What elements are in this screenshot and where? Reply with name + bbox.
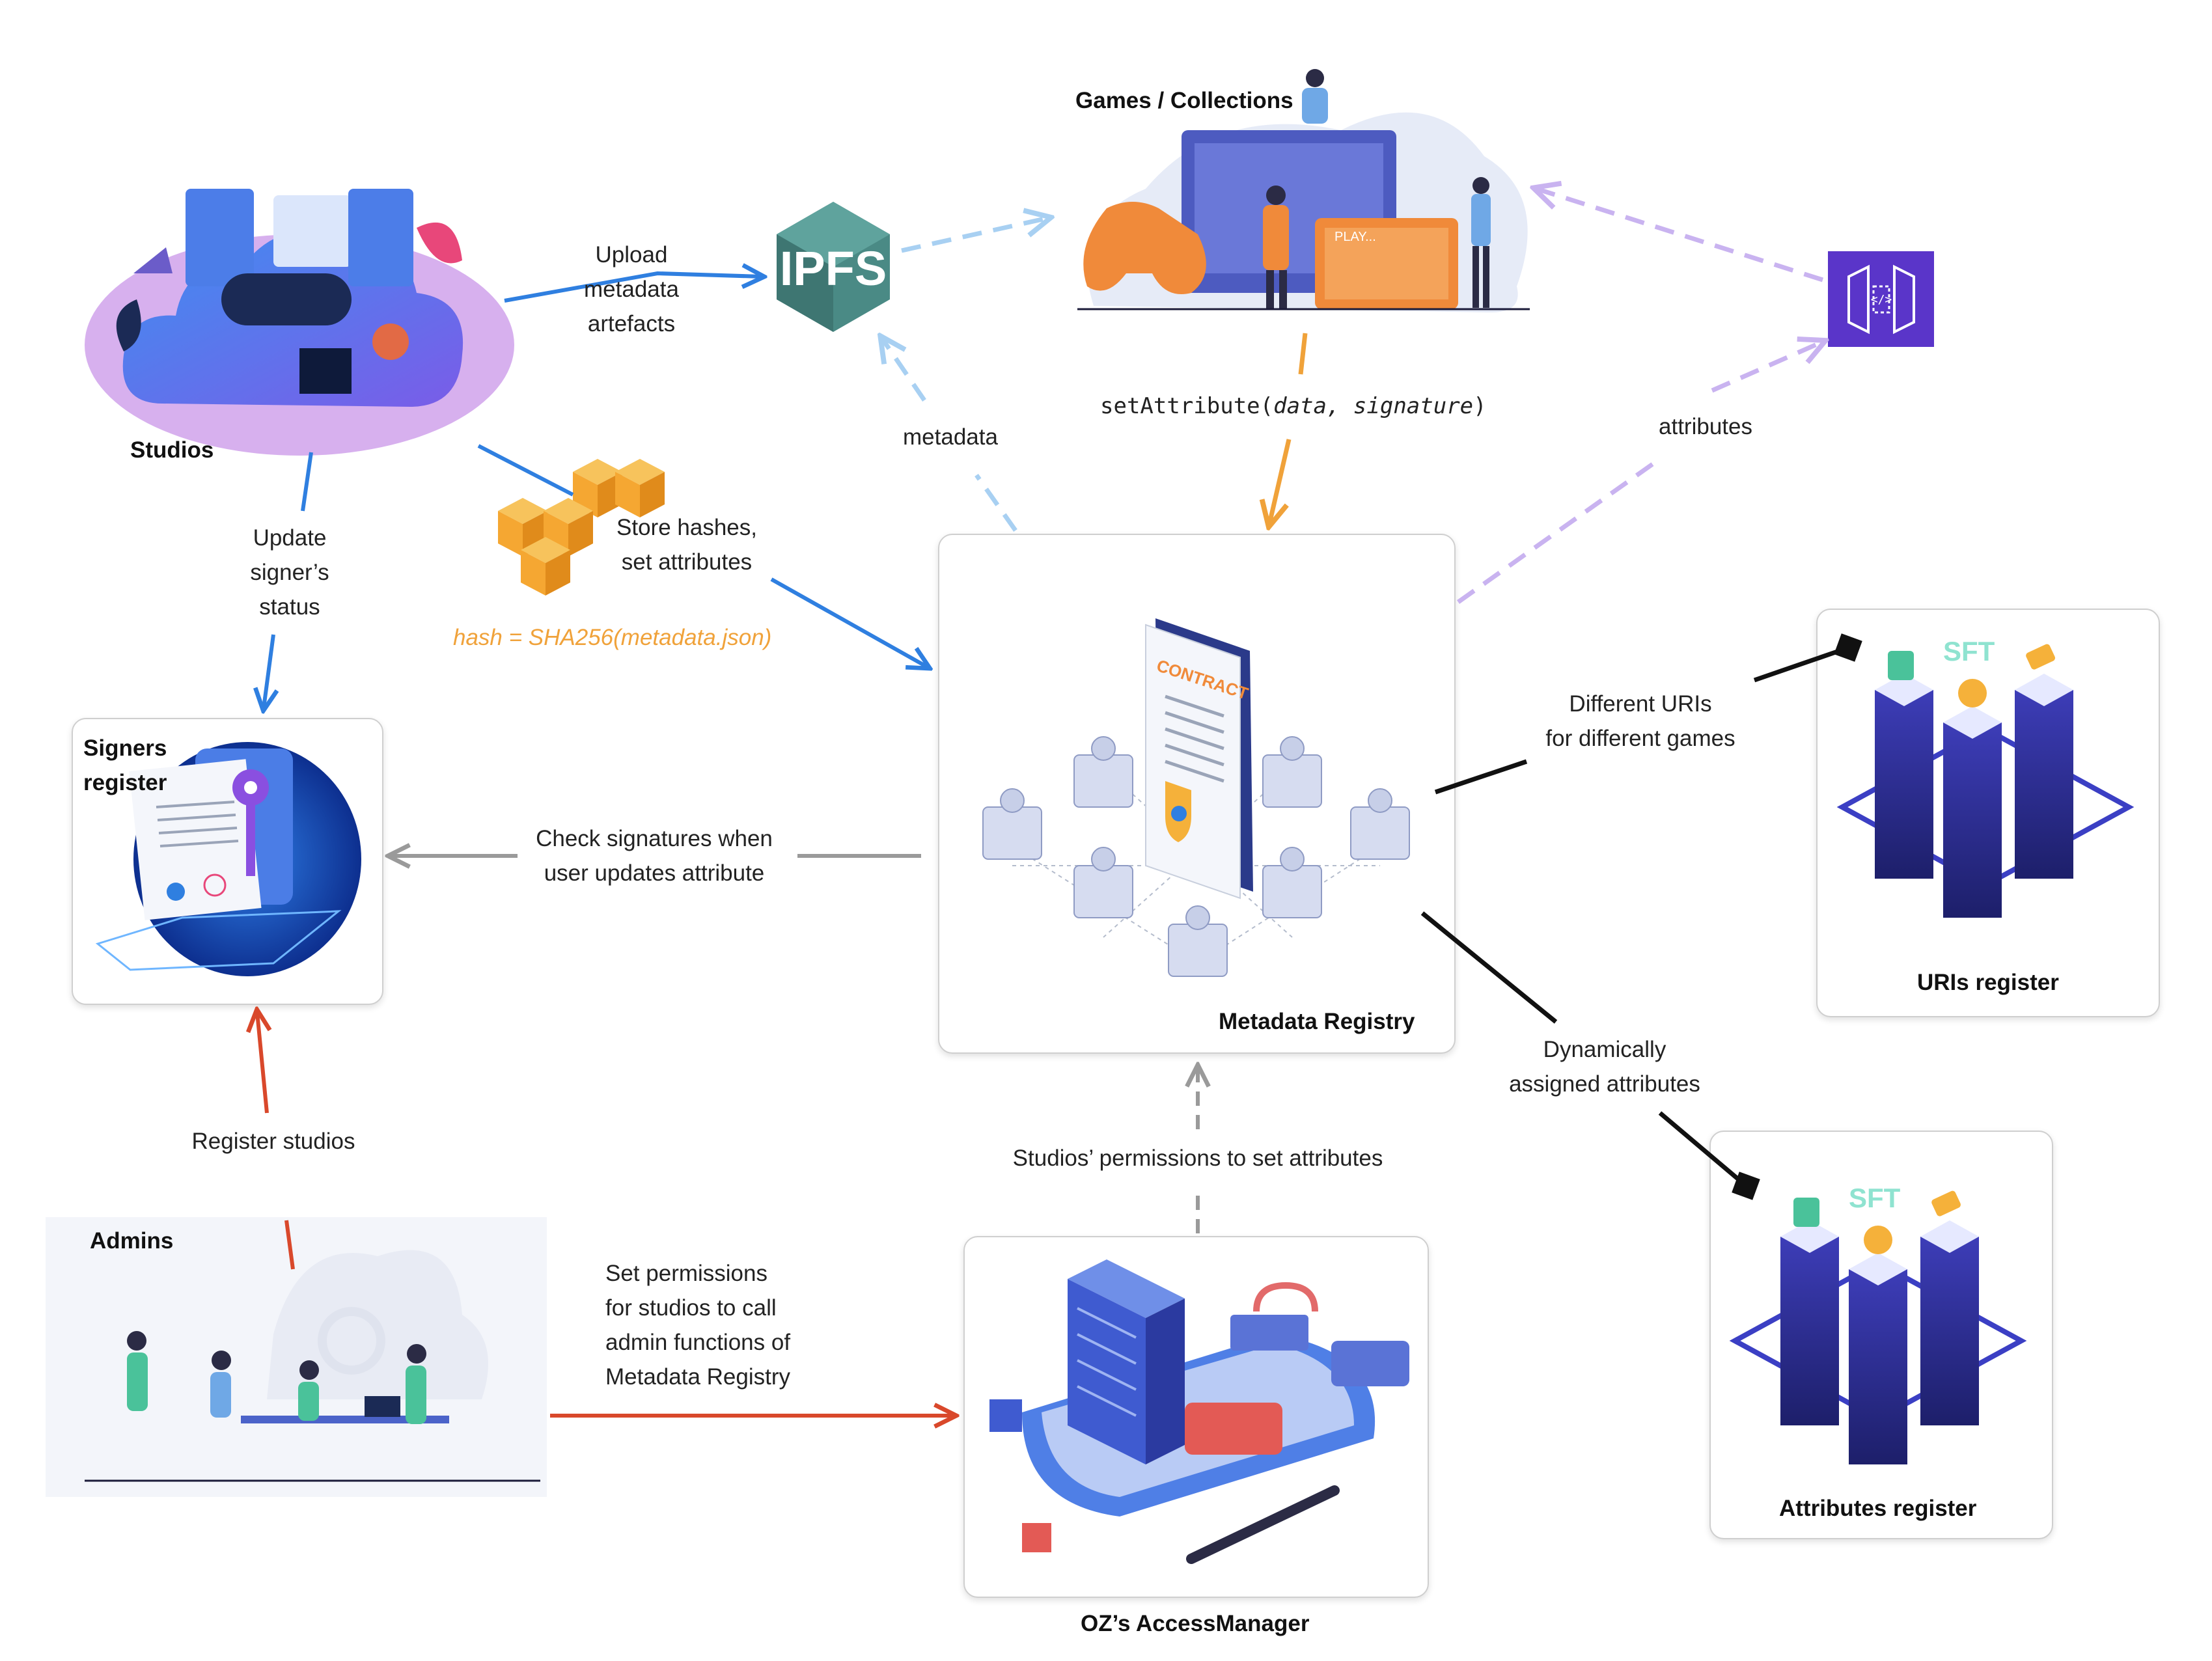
games-illustration: PLAY...: [1077, 69, 1530, 312]
upload-label: Upload metadata artefacts: [573, 238, 690, 341]
contract-icon: CONTRACT: [1145, 618, 1253, 899]
update-line1: Update: [253, 525, 327, 551]
attributes-title: Attributes register: [1779, 1496, 1977, 1521]
set-permissions-label: Set permissions for studios to call admi…: [605, 1256, 814, 1394]
edge-gateway-games: [1536, 189, 1824, 282]
admins-title: Admins: [90, 1228, 174, 1254]
edge-update-lower: [264, 634, 273, 708]
ipfs-logo-icon: [777, 202, 890, 332]
setattribute-close: ): [1473, 393, 1487, 419]
access-title: OZ’s AccessManager: [1081, 1611, 1310, 1636]
setperm-line2: for studios to call: [605, 1295, 777, 1321]
edge-uris-lower: [1434, 759, 1528, 795]
update-line2: signer’s: [250, 560, 329, 585]
admins-illustration: [46, 1217, 547, 1497]
dynamic-attrs-label: Dynamically assigned attributes: [1491, 1032, 1719, 1101]
svg-text:SFT: SFT: [1849, 1183, 1901, 1213]
dyn-line1: Dynamically: [1543, 1037, 1666, 1062]
edge-store-upper: [477, 444, 574, 497]
server-tower-icon: [1068, 1259, 1185, 1464]
edge-attributes-lower: [1456, 457, 1662, 604]
edge-ipfs-games: [901, 218, 1048, 253]
store-line1: Store hashes,: [616, 515, 757, 540]
update-line3: status: [259, 594, 320, 620]
check-line1: Check signatures when: [536, 826, 773, 851]
setattribute-args: data, signature: [1273, 393, 1474, 419]
hash-formula: hash = SHA256(metadata.json): [453, 625, 772, 650]
svg-text:PLAY...: PLAY...: [1334, 230, 1376, 244]
check-signatures-label: Check signatures when user updates attri…: [514, 821, 794, 890]
edge-attributes-upper: [1711, 342, 1823, 393]
attrs-connector-end: [1732, 1172, 1760, 1200]
registry-illustration: CONTRACT: [982, 618, 1410, 977]
edge-update-upper: [301, 452, 313, 512]
setattribute-fn: setAttribute(: [1100, 393, 1274, 419]
uris-illustration: SFT: [1836, 636, 2135, 918]
signers-title-line2: register: [83, 770, 167, 795]
api-gateway-icon: </>: [1828, 251, 1934, 347]
edge-register-lower: [284, 1220, 295, 1270]
edge-upload: [504, 273, 762, 303]
key-icon: [232, 769, 269, 876]
edge-metadata-upper: [882, 338, 926, 402]
setattribute-label: setAttribute(data, signature): [1100, 389, 1487, 424]
setperm-line4: Metadata Registry: [605, 1364, 791, 1390]
dyn-line2: assigned attributes: [1509, 1071, 1700, 1097]
edge-setattr-lower: [1269, 439, 1292, 524]
edge-metadata-lower: [975, 473, 1017, 532]
diff-line1: Different URIs: [1569, 691, 1712, 717]
attributes-label: attributes: [1659, 414, 1752, 439]
aws-boxes-icon: [498, 459, 665, 596]
diff-line2: for different games: [1545, 726, 1735, 751]
attributes-illustration: SFT: [1729, 1183, 2027, 1464]
edge-register-upper: [257, 1012, 267, 1114]
studios-illustration: [85, 189, 514, 456]
update-signer-label: Update signer’s status: [228, 521, 352, 624]
gamepad-icon: [221, 273, 352, 325]
svg-text:SFT: SFT: [1943, 636, 1995, 666]
register-studios-label: Register studios: [191, 1129, 355, 1154]
store-line2: set attributes: [621, 549, 753, 575]
signers-title-line1: Signers: [83, 735, 167, 761]
check-line2: user updates attribute: [544, 860, 765, 886]
store-label: Store hashes, set attributes: [599, 510, 775, 579]
signers-illustration: [95, 742, 361, 976]
edge-attrs-upper: [1420, 911, 1558, 1024]
svg-text:</>: </>: [1871, 293, 1892, 307]
pen-icon: [1186, 1485, 1340, 1564]
different-uris-label: Different URIs for different games: [1523, 687, 1758, 756]
edge-uris-upper: [1753, 645, 1850, 683]
games-title: Games / Collections: [1075, 88, 1293, 113]
ipfs-label: IPFS: [779, 241, 887, 295]
upload-line3: artefacts: [587, 311, 676, 336]
lock-icon: [1230, 1282, 1318, 1351]
edge-attrs-lower: [1658, 1111, 1747, 1187]
edge-store-lower: [770, 577, 928, 667]
setperm-line1: Set permissions: [605, 1261, 767, 1286]
uris-connector-end: [1834, 633, 1862, 662]
upload-line2: metadata: [584, 277, 679, 302]
edge-setattr-upper: [1298, 333, 1308, 375]
gamepad-icon: [1083, 202, 1206, 294]
registry-title: Metadata Registry: [1219, 1009, 1415, 1034]
setperm-line3: admin functions of: [605, 1330, 791, 1355]
access-illustration: [989, 1259, 1409, 1564]
metadata-label: metadata: [903, 424, 998, 450]
studios-permissions-label: Studios’ permissions to set attributes: [1012, 1146, 1383, 1171]
studios-title: Studios: [130, 437, 214, 463]
upload-line1: Upload: [595, 242, 668, 268]
uris-title: URIs register: [1917, 970, 2059, 995]
